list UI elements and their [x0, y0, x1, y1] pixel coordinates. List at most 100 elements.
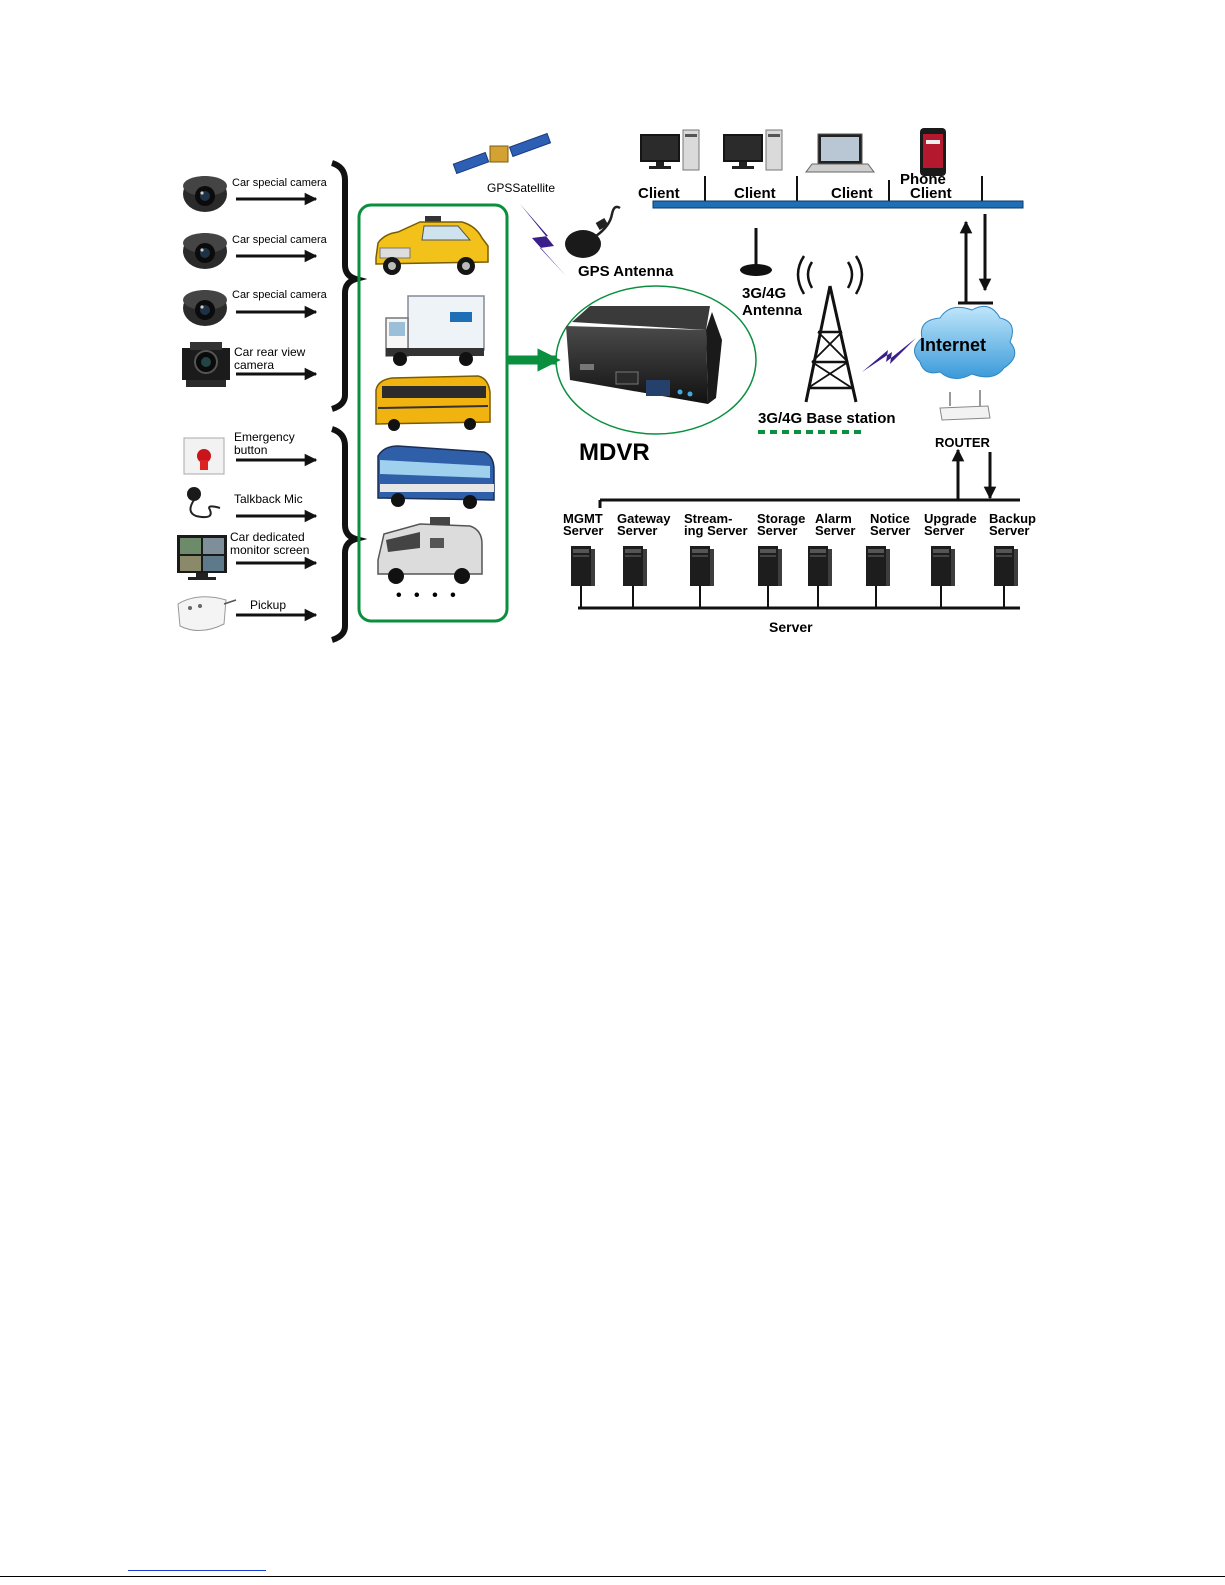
monitor-screen: Car dedicated monitor screen — [177, 530, 318, 580]
emergency-label-2: button — [234, 443, 267, 457]
phone-client-label-2: Client — [910, 185, 952, 202]
server-tower-icon — [808, 546, 832, 586]
gps-group: GPSSatellite GPS Antenna — [452, 132, 674, 280]
server-storage: Storage Server — [757, 511, 805, 608]
mdvr-highlight-ring — [555, 285, 757, 435]
camera-2-label: Car special camera — [232, 234, 328, 246]
mdvr-label: MDVR — [579, 439, 650, 466]
antenna-label-1: 3G/4G — [742, 285, 786, 302]
server-mgmt: MGMT Server — [563, 511, 603, 608]
server-label-line1: Stream- — [684, 511, 732, 526]
server-label-line2: Server — [870, 523, 910, 538]
server-farm: MGMT Server Gateway Server Stream- ing S… — [563, 498, 1036, 635]
server-backup: Backup Server — [989, 511, 1036, 608]
tower-icon — [796, 255, 864, 403]
internet-label: Internet — [920, 335, 986, 355]
server-tower-icon — [758, 546, 782, 586]
server-label-line1: Gateway — [617, 511, 671, 526]
gps-satellite-label: GPSSatellite — [487, 181, 555, 195]
taxi-icon — [375, 216, 489, 275]
internet-cloud: Internet — [914, 305, 1016, 379]
server-notice: Notice Server — [866, 511, 910, 608]
phone-icon — [920, 128, 946, 176]
desktop-pc-icon — [722, 129, 783, 171]
satellite-icon — [452, 132, 552, 175]
camera-1-label: Car special camera — [232, 177, 328, 189]
desktop-pc-icon — [639, 129, 700, 171]
pickup: Pickup — [177, 596, 318, 631]
server-label-line1: Alarm — [815, 511, 852, 526]
more-vehicles-dots: • • • • — [396, 587, 460, 604]
client-2-label: Client — [734, 185, 776, 202]
server-label-line2: Server — [563, 523, 603, 538]
server-tower-icon — [690, 546, 714, 586]
coach-bus-icon — [377, 445, 495, 509]
microphone-icon — [187, 487, 221, 519]
gps-antenna-icon — [565, 205, 621, 258]
rear-view-camera: Car rear view camera — [182, 342, 318, 387]
client-1-label: Client — [638, 185, 680, 202]
rear-camera-label-1: Car rear view — [234, 345, 306, 359]
server-label-line2: Server — [989, 523, 1029, 538]
antenna-icon — [740, 228, 772, 276]
emergency-button: Emergency button — [183, 430, 318, 475]
talkback-label: Talkback Mic — [234, 492, 303, 506]
monitor-label-2: monitor screen — [230, 543, 309, 557]
tower-signal-bolt — [862, 338, 916, 372]
server-label-line1: Upgrade — [924, 511, 977, 526]
input-bracket-bottom — [330, 426, 368, 643]
server-alarm: Alarm Server — [808, 511, 855, 608]
server-label-line2: Server — [617, 523, 657, 538]
client-3-label: Client — [831, 185, 873, 202]
client-network-bar — [652, 200, 1024, 209]
server-tower-icon — [931, 546, 955, 586]
server-label-line1: Storage — [757, 511, 805, 526]
cellular-group: 3G/4G Antenna 3G/4G Base station — [740, 228, 916, 434]
mdvr-group: MDVR — [555, 285, 757, 466]
server-label-line2: Server — [757, 523, 797, 538]
server-streaming: Stream- ing Server — [684, 511, 748, 608]
dome-camera-icon — [183, 176, 227, 212]
dome-camera-icon — [183, 290, 227, 326]
camera-3: Car special camera — [183, 289, 328, 326]
dome-camera-icon — [183, 233, 227, 269]
vehicle-panel-border — [357, 203, 509, 623]
server-tower-icon — [623, 546, 647, 586]
pickup-label: Pickup — [250, 598, 286, 612]
monitor-label-1: Car dedicated — [230, 530, 305, 544]
pickup-icon — [177, 596, 237, 631]
talkback-mic: Talkback Mic — [187, 487, 318, 523]
server-gateway: Gateway Server — [617, 511, 671, 608]
server-label-line1: Notice — [870, 511, 910, 526]
antenna-label-2: Antenna — [742, 302, 803, 319]
server-label-line2: Server — [815, 523, 855, 538]
server-label-line2: ing Server — [684, 523, 748, 538]
phone-client-label-1: Phone — [900, 171, 946, 188]
router-label: ROUTER — [935, 435, 991, 450]
truck-icon — [385, 295, 485, 366]
footer-link-underline — [128, 1570, 266, 1571]
school-bus-icon — [375, 375, 491, 431]
camera-3-label: Car special camera — [232, 289, 328, 301]
cloud-icon — [914, 305, 1016, 379]
server-label-line1: MGMT — [563, 511, 603, 526]
input-devices: Car special camera Car special camera Ca… — [177, 160, 368, 643]
server-tower-icon — [866, 546, 890, 586]
rear-camera-label-2: camera — [234, 358, 274, 372]
emergency-button-icon — [183, 437, 225, 475]
monitor-icon — [177, 535, 227, 580]
router-group: ROUTER — [935, 390, 997, 500]
mdvr-device-icon — [566, 306, 722, 404]
laptop-icon — [805, 133, 875, 173]
server-label-line2: Server — [924, 523, 964, 538]
footer-rule — [0, 1576, 1225, 1577]
server-tower-icon — [994, 546, 1018, 586]
camera-1: Car special camera — [183, 176, 328, 212]
server-bus-label: Server — [769, 619, 813, 635]
camera-2: Car special camera — [183, 233, 328, 269]
server-label-line1: Backup — [989, 511, 1036, 526]
armored-van-icon — [377, 517, 483, 584]
gps-antenna-label: GPS Antenna — [578, 263, 674, 280]
emergency-label-1: Emergency — [234, 430, 295, 444]
